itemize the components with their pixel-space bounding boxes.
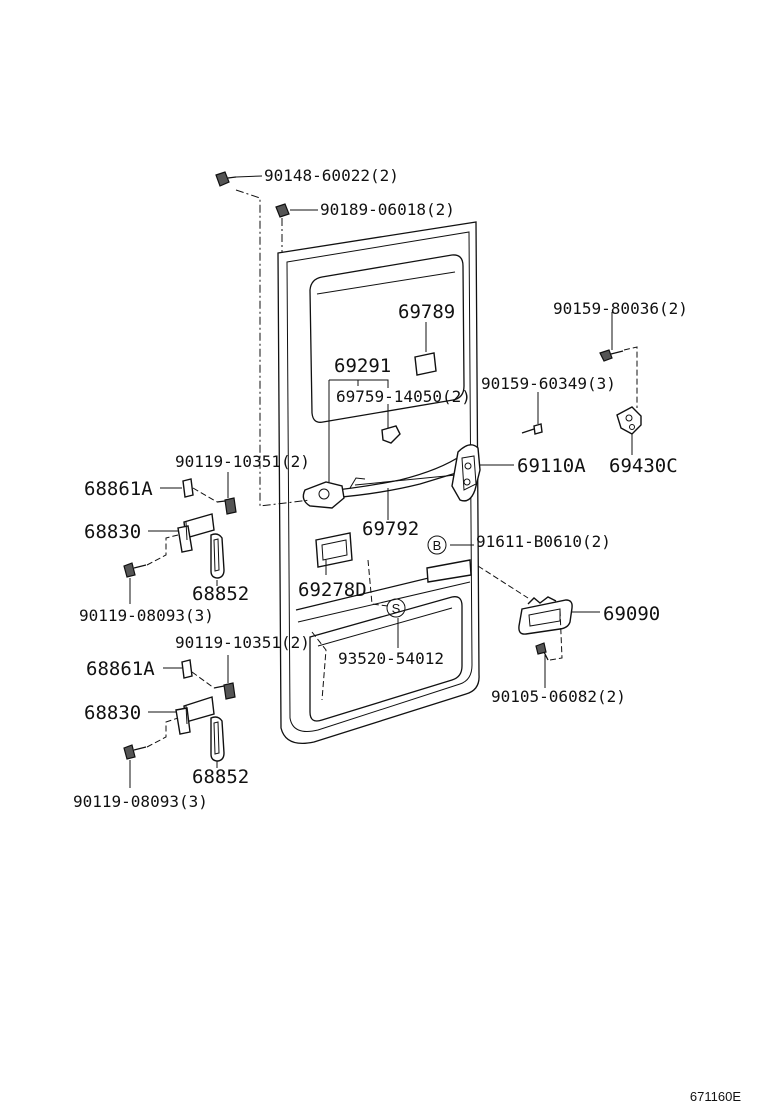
label-68861A-lower: 68861A: [86, 658, 155, 680]
diagram-reference-number: 671160E: [690, 1089, 741, 1104]
label-69090: 69090: [603, 603, 660, 625]
label-69110A: 69110A: [517, 455, 586, 477]
label-90105-06082: 90105-06082(2): [491, 687, 626, 706]
label-90159-80036: 90159-80036(2): [553, 299, 688, 318]
label-68852-lower: 68852: [192, 766, 249, 788]
lock-linkage: [302, 423, 543, 509]
label-68861A-upper: 68861A: [84, 478, 153, 500]
label-90119-08093-lower: 90119-08093(3): [73, 792, 208, 811]
lower-hinge: [123, 659, 236, 762]
label-69759-14050: 69759-14050(2): [336, 387, 471, 406]
marker-b: B: [427, 535, 447, 555]
top-fasteners: [215, 171, 311, 507]
label-90119-08093-upper: 90119-08093(3): [79, 606, 214, 625]
label-90159-60349: 90159-60349(3): [481, 374, 616, 393]
door-panel: [277, 221, 480, 745]
leader-lines: [129, 175, 633, 788]
label-68852-upper: 68852: [192, 583, 249, 605]
label-91611-B0610: 91611-B0610(2): [476, 532, 611, 551]
label-68830-upper: 68830: [84, 521, 141, 543]
upper-hinge: [123, 478, 237, 579]
label-69789: 69789: [398, 301, 455, 323]
label-69278D: 69278D: [298, 579, 367, 601]
label-90119-10351-upper: 90119-10351(2): [175, 452, 310, 471]
svg-text:S: S: [392, 601, 401, 616]
svg-text:B: B: [433, 538, 442, 553]
label-69792: 69792: [362, 518, 419, 540]
label-69430C: 69430C: [609, 455, 678, 477]
label-69291: 69291: [334, 355, 391, 377]
outside-handle: [477, 565, 573, 661]
label-90119-10351-lower: 90119-10351(2): [175, 633, 310, 652]
label-93520-54012: 93520-54012: [338, 649, 444, 668]
label-90148-60022: 90148-60022(2): [264, 166, 399, 185]
part-labels: 90148-60022(2) 90189-06018(2) 69789 9015…: [73, 166, 688, 811]
label-90189-06018: 90189-06018(2): [320, 200, 455, 219]
marker-s: S: [386, 598, 406, 618]
label-68830-lower: 68830: [84, 702, 141, 724]
door-striker: [599, 346, 642, 435]
